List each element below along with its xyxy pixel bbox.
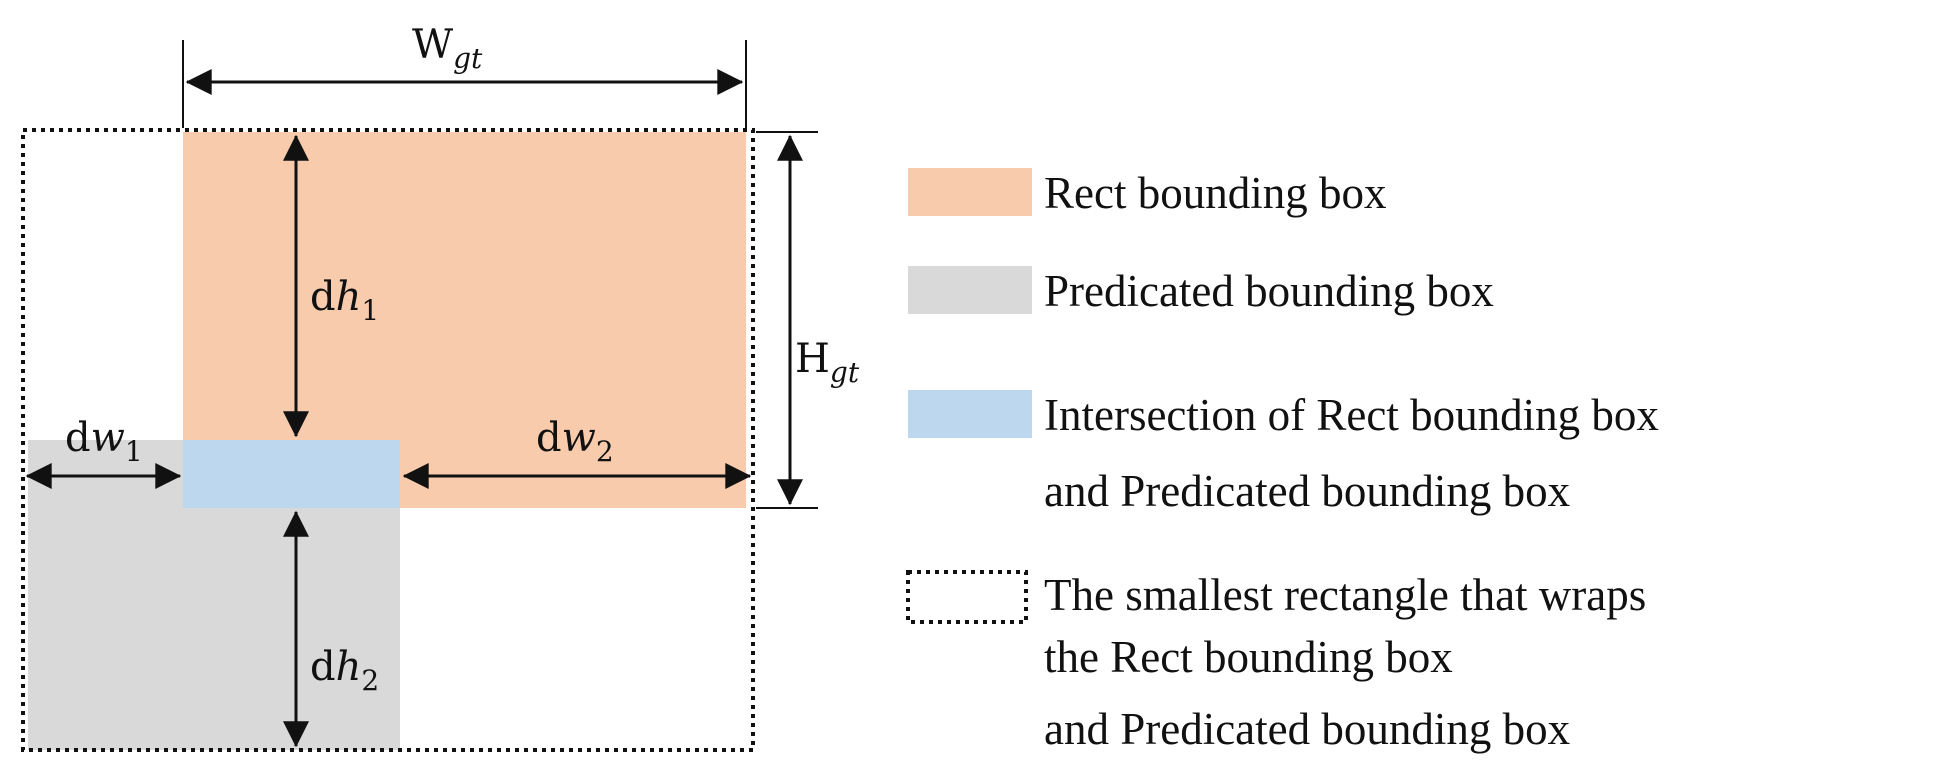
legend-swatch-predicated-box bbox=[908, 266, 1032, 314]
dw1-label: dw1 bbox=[65, 415, 143, 468]
dh1-label: dh1 bbox=[310, 274, 379, 327]
legend-label-predicated-box: Predicated bounding box bbox=[1044, 266, 1494, 316]
legend-label-enclosing-rectangle: The smallest rectangle that wraps the Re… bbox=[1044, 570, 1658, 754]
legend-swatch-enclosing-rectangle bbox=[906, 570, 1028, 624]
wgt-label: Wgt bbox=[412, 22, 483, 75]
legend-swatch-rect-box bbox=[908, 168, 1032, 216]
legend-label-rect-box: Rect bounding box bbox=[1044, 168, 1386, 218]
dh2-label: dh2 bbox=[310, 644, 379, 697]
legend-label-intersection: Intersection of Rect bounding box and Pr… bbox=[1044, 390, 1670, 516]
dw2-label: dw2 bbox=[536, 415, 614, 468]
hgt-label: Hgt bbox=[795, 336, 860, 389]
legend: Rect bounding box Predicated bounding bo… bbox=[906, 168, 1670, 754]
legend-swatch-intersection bbox=[908, 390, 1032, 438]
intersection-box bbox=[183, 440, 400, 508]
